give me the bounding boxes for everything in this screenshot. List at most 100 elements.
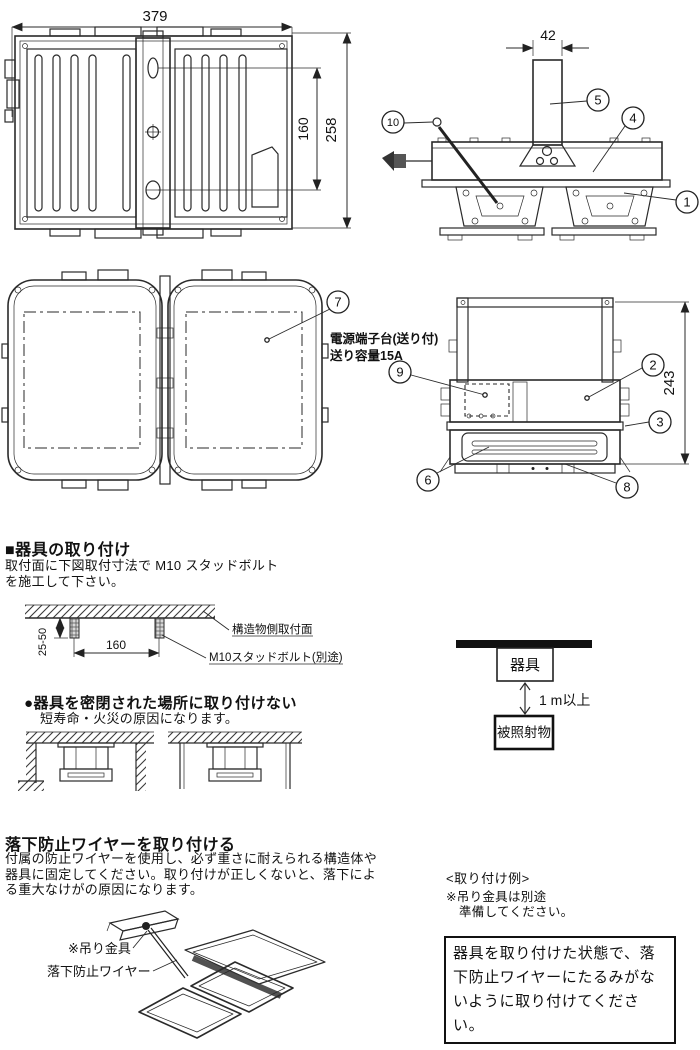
side-view-drawing: 42 — [381, 27, 699, 241]
plan-corner-plate — [251, 146, 279, 208]
svg-text:6: 6 — [424, 473, 431, 488]
target-box — [493, 714, 555, 751]
stem-width-dimension: 42 — [506, 27, 589, 56]
wire-section-body: 付属の防止ワイヤーを使用し、必ず重さに耐えられる構造体や 器具に固定してください… — [5, 851, 377, 898]
bolt-pitch-value: 160 — [106, 638, 126, 652]
mount-body-line2: を施工して下さい。 — [5, 573, 125, 589]
bottom-view-body — [1, 269, 329, 491]
svg-text:9: 9 — [396, 365, 403, 380]
enclosure-example-left — [18, 731, 154, 791]
mount-body-line1: 取付面に下図取付寸法で M10 スタッドボルト — [5, 558, 279, 573]
svg-text:落下防止ワイヤー: 落下防止ワイヤー — [47, 964, 151, 979]
enclosure-examples-drawing — [18, 731, 302, 791]
callout-2: 2 — [584, 353, 665, 401]
stud-bolt-diagram: 25-50 160 構造物側取付面 M10スタッドボルト(別途) — [25, 604, 343, 665]
svg-text:8: 8 — [623, 480, 630, 495]
plan-height-dimension: 258 — [292, 32, 352, 229]
plan-width-dimension: 379 — [11, 8, 293, 117]
wire-body-line3: る重大なけがの原因になります。 — [5, 882, 204, 897]
svg-text:1: 1 — [683, 195, 690, 210]
plan-pitch-value: 160 — [295, 117, 311, 141]
warning-box: 器具を取り付けた状態で、落 下防止ワイヤーにたるみがな いように取り付けてくださ… — [444, 936, 676, 1044]
callout-4: 4 — [592, 106, 645, 173]
side-fixture-body — [382, 117, 671, 241]
plan-fins-right — [174, 48, 288, 218]
ceiling-bar — [456, 640, 592, 648]
plan-height-value: 258 — [323, 117, 340, 142]
wire-body-line1: 付属の防止ワイヤーを使用し、必ず重さに耐えられる構造体や — [5, 851, 378, 866]
warning-line2: 下防止ワイヤーにたるみがな — [453, 969, 656, 986]
bolt-label: M10スタッドボルト(別途) — [161, 634, 343, 665]
warning-line1: 器具を取り付けた状態で、落 — [453, 945, 656, 962]
svg-text:10: 10 — [387, 117, 399, 129]
rear-view-drawing: 243 電源端子台(送り付) 送り容量15A 9 2 3 6 — [329, 297, 690, 499]
embed-depth-value: 25-50 — [37, 628, 49, 656]
side-truss-left — [455, 186, 544, 227]
svg-text:M10スタッドボルト(別途): M10スタッドボルト(別途) — [209, 650, 343, 664]
embed-depth-dimension: 25-50 — [37, 617, 68, 656]
example-note-title: <取り付け例> — [446, 871, 530, 886]
plan-view-drawing: 379 — [4, 8, 352, 239]
stud-bolt-right — [154, 617, 165, 639]
callout-7: 7 — [264, 290, 350, 343]
enclosure-body: 短寿命・火災の原因になります。 — [40, 711, 239, 726]
plan-center-bracket — [135, 30, 171, 236]
plan-fins-left — [26, 48, 137, 218]
example-note-line2: 準備してください。 — [459, 904, 574, 919]
callout-9: 9 — [388, 360, 488, 398]
stud-bolt-left — [69, 617, 80, 639]
fixture-glyph-left — [57, 742, 115, 782]
rear-body — [439, 379, 631, 474]
svg-text:7: 7 — [334, 295, 341, 310]
svg-text:構造物側取付面: 構造物側取付面 — [232, 622, 313, 636]
hanging-bracket — [106, 910, 180, 941]
svg-text:4: 4 — [629, 111, 636, 126]
svg-text:※吊り金具: ※吊り金具 — [68, 941, 131, 956]
clearance-diagram: 器具 1 m以上 被照射物 — [456, 640, 592, 751]
callout-1: 1 — [623, 190, 699, 214]
side-truss-right — [565, 186, 654, 227]
bottom-view-drawing: 7 — [1, 269, 350, 491]
surface-label: 構造物側取付面 — [202, 610, 313, 637]
fixture-isometric — [138, 929, 326, 1039]
enclosure-heading: ●器具を密閉された場所に取り付けない — [24, 695, 298, 712]
terminal-label: 電源端子台(送り付) 送り容量15A — [329, 331, 438, 363]
side-flange — [421, 179, 671, 188]
wire-body-line2: 器具に固定してください。取り付けが正しくないと、落下によ — [5, 866, 377, 882]
rear-height-value: 243 — [661, 370, 678, 395]
stem-width-value: 42 — [540, 27, 556, 43]
fixture-glyph-right — [206, 742, 264, 782]
target-box-label: 被照射物 — [497, 725, 551, 740]
rear-bracket-frame — [448, 297, 622, 383]
plan-cable-connector — [4, 59, 20, 123]
svg-text:5: 5 — [594, 93, 601, 108]
fall-prevention-wire — [147, 927, 189, 979]
mount-section-body: 取付面に下図取付寸法で M10 スタッドボルト を施工して下さい。 — [5, 558, 278, 589]
distance-label: 1 m以上 — [539, 692, 590, 708]
mounting-stem — [518, 59, 577, 167]
wire-label: 落下防止ワイヤー — [47, 959, 178, 979]
terminal-block-dashed — [464, 383, 510, 417]
mount-section-heading: ■器具の取り付け — [5, 542, 131, 559]
enclosure-example-right — [168, 731, 302, 789]
plan-width-value: 379 — [142, 8, 167, 25]
fixture-box-label: 器具 — [510, 657, 540, 674]
bottom-center-spine — [159, 275, 171, 485]
fixture-box — [496, 647, 554, 682]
bolt-pitch-dimension: 160 — [73, 638, 160, 658]
callout-6: 6 — [416, 446, 490, 492]
distance-arrow — [519, 681, 531, 716]
plan-fixture-body — [4, 26, 293, 239]
cable-gland — [382, 151, 432, 171]
bracket-label: ※吊り金具 — [68, 930, 148, 956]
callout-8: 8 — [564, 463, 639, 499]
svg-text:2: 2 — [649, 358, 656, 373]
ceiling-hatch — [25, 605, 215, 618]
svg-text:送り容量15A: 送り容量15A — [329, 348, 403, 363]
warning-line3: いように取り付けてください。 — [453, 993, 640, 1034]
example-note-line1: ※吊り金具は別途 — [446, 890, 547, 904]
example-note: <取り付け例> ※吊り金具は別途 準備してください。 — [446, 868, 573, 919]
callout-5: 5 — [549, 88, 610, 112]
svg-text:3: 3 — [656, 415, 663, 430]
